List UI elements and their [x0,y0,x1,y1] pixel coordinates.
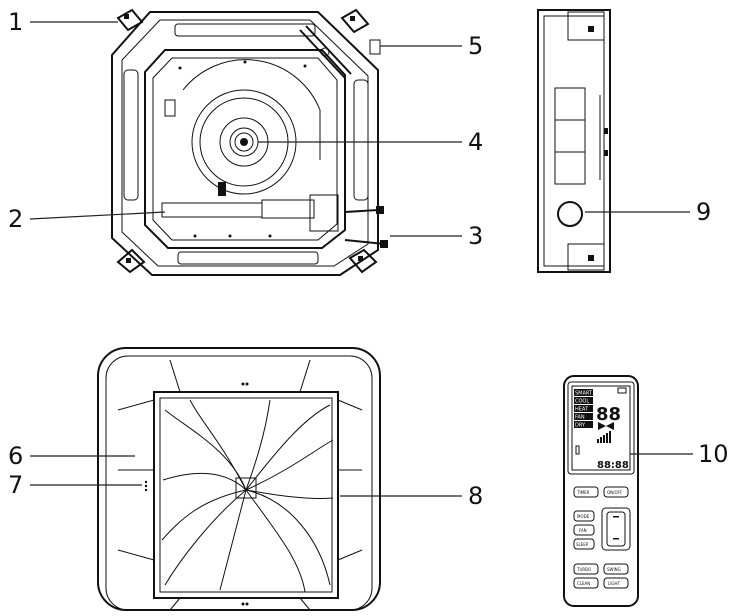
callout-6: 6 [8,442,23,470]
callout-2: 2 [8,205,23,233]
turbo-button[interactable]: TURBO [573,563,599,575]
mode-label-fan: FAN [575,415,585,421]
mode-indicator-bg [574,405,593,412]
fan-icon [182,59,321,195]
svg-text:SWING: SWING [607,567,621,572]
callout-7: 7 [8,471,23,499]
fan-small-icon [598,422,614,430]
indoor-unit-top-view [111,8,388,276]
callout-9: 9 [696,198,711,226]
front-panel-grille [97,347,381,611]
mode-indicator-bg [574,421,593,428]
callout-labels: 1 2 3 4 5 6 7 8 9 10 [8,8,729,510]
clean-button[interactable]: CLEAN [573,577,599,589]
mode-label-heat: HEAT [575,407,589,413]
swing-button[interactable]: SWING [603,563,629,575]
timer-button[interactable]: TIMER [573,486,599,498]
svg-text:ON/OFF: ON/OFF [607,490,623,495]
remote-lcd: SMART COOL HEAT FAN DRY 88 88:88 [571,385,631,471]
svg-text:LIGHT: LIGHT [608,581,621,586]
signal-icon [597,431,611,443]
grille-icon [161,399,334,593]
remote-controller: SMART COOL HEAT FAN DRY 88 88:88 [563,375,639,607]
remote-clock: 88:88 [597,460,629,471]
mode-label-cool: COOL [575,399,589,405]
callout-4: 4 [468,128,483,156]
svg-text:CLEAN: CLEAN [577,581,590,586]
light-button[interactable]: LIGHT [603,577,629,589]
indoor-unit-side-view [537,9,611,273]
remote-digits: 88 [596,404,621,425]
callout-leaders [29,21,693,497]
power-button[interactable]: ON/OFF [603,486,629,498]
callout-5: 5 [468,32,483,60]
mode-indicator-bg [574,389,593,396]
thermometer-icon [575,445,580,455]
callout-3: 3 [468,222,483,250]
svg-text:FAN: FAN [579,528,587,533]
battery-icon [617,387,627,394]
fan-button[interactable]: FAN [573,524,595,536]
svg-text:TURBO: TURBO [576,567,591,572]
temperature-rocker[interactable] [601,507,631,551]
mounting-bracket-icon [116,8,378,274]
mode-button[interactable]: MODE [573,510,595,522]
callout-8: 8 [468,482,483,510]
mode-indicator-bg [574,413,593,420]
svg-text:SLEEP: SLEEP [576,542,589,547]
sleep-button[interactable]: SLEEP [573,538,595,550]
mode-indicator-bg [574,397,593,404]
mode-label-dry: DRY [575,423,586,429]
svg-text:TIMER: TIMER [576,490,590,495]
svg-text:MODE: MODE [577,514,590,519]
mode-label-smart: SMART [575,391,593,397]
callout-1: 1 [8,8,23,36]
callout-10: 10 [698,440,729,468]
